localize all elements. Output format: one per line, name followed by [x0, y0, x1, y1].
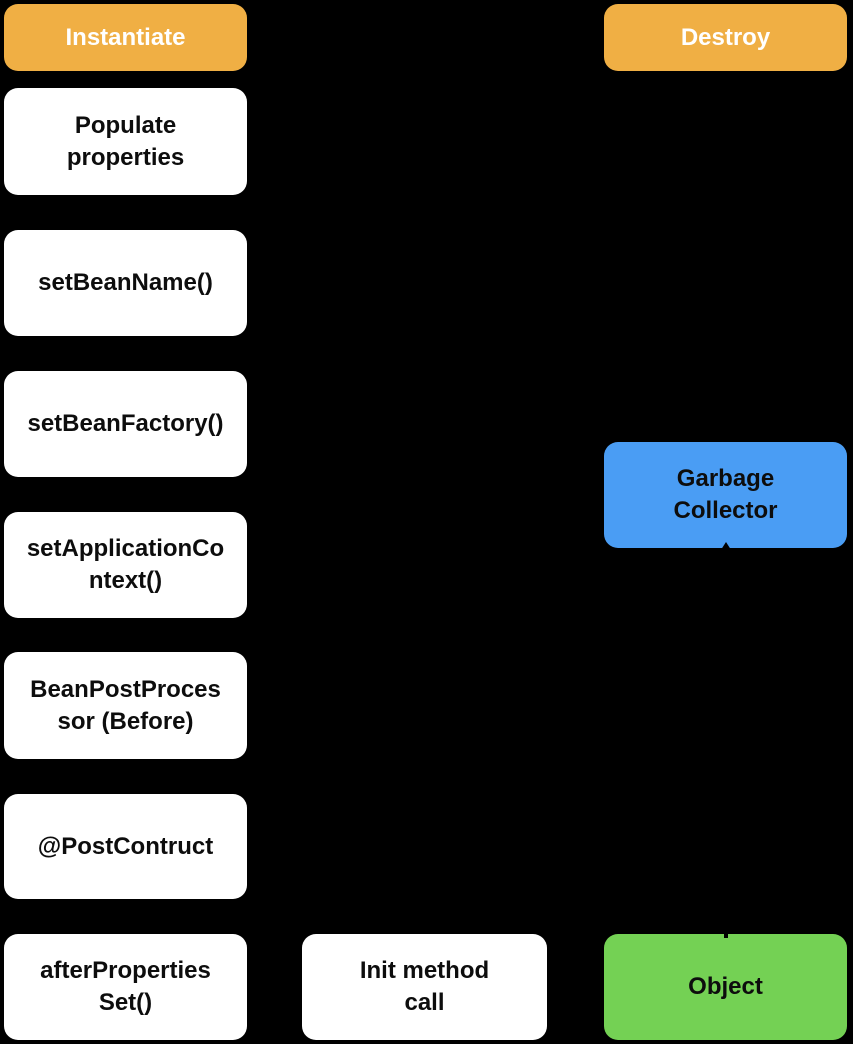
- node-bean-post-processor-before: BeanPostProces sor (Before): [4, 652, 247, 759]
- node-destroy: Destroy: [604, 4, 847, 71]
- node-object: Object: [604, 934, 847, 1040]
- node-set-bean-factory: setBeanFactory(): [4, 371, 247, 477]
- node-instantiate: Instantiate: [4, 4, 247, 71]
- node-set-bean-name: setBeanName(): [4, 230, 247, 336]
- node-populate-properties: Populate properties: [4, 88, 247, 195]
- arrow-object-to-garbage-collector-line: [724, 550, 728, 938]
- arrow-up-icon: [717, 542, 735, 556]
- node-init-method-call: Init method call: [302, 934, 547, 1040]
- node-garbage-collector: Garbage Collector: [604, 442, 847, 548]
- node-set-application-context: setApplicationCo ntext(): [4, 512, 247, 618]
- node-post-contruct: @PostContruct: [4, 794, 247, 899]
- node-after-properties-set: afterProperties Set(): [4, 934, 247, 1040]
